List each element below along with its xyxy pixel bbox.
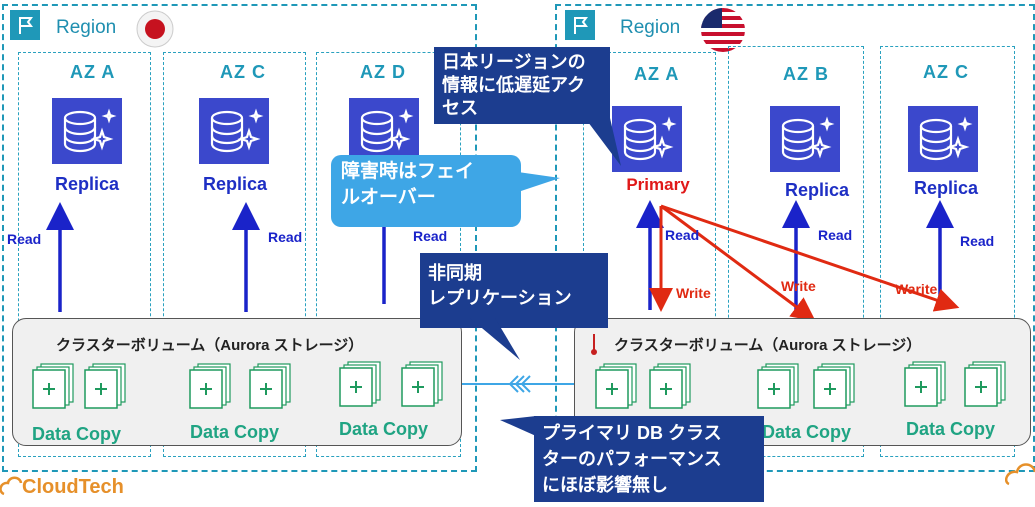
read-label: Read [818,227,853,243]
callout-pointer [518,172,560,192]
write-label: Write [676,285,711,301]
data-copy-label: Data Copy [762,422,852,442]
read-label: Read [268,229,303,245]
write-label: Write [781,278,816,294]
callout-pointer [470,318,520,360]
data-copy-label: Data Copy [190,422,280,442]
database-icon [770,106,840,172]
read-label: Read [7,231,42,247]
az-label: AZ A [70,62,116,82]
read-label: Read [413,228,448,244]
callout-async-replication: 非同期 レプリケーション [420,253,608,328]
database-icon [199,98,269,164]
az-label: AZ C [923,62,969,82]
callout-pointer [585,118,621,166]
az-label: AZ B [783,64,829,84]
region-flag-icon [10,10,40,40]
role-label: Replica [784,180,850,200]
role-label: Replica [202,174,268,194]
read-label: Read [960,233,995,249]
data-copy-label: Data Copy [339,419,429,439]
cluster-title: クラスターボリューム（Aurora ストレージ） [614,337,922,354]
japan-region [2,4,477,472]
usa-flag-icon [698,6,748,54]
data-copy-label: Data Copy [906,419,996,439]
database-icon [52,98,122,164]
az-label: AZ D [360,62,406,82]
role-label: Replica [913,178,979,198]
callout-failover: 障害時はフェイ ルオーバー [331,155,521,227]
callout-low-latency: 日本リージョンの 情報に低遅延アク セス [434,47,610,124]
cloudtech-logo: CloudTech [22,476,124,498]
japan-flag-icon [136,10,174,48]
az-box-left-a [18,52,151,457]
cloud-icon [1005,454,1035,507]
region-label-japan: Region [56,17,117,38]
usa-region [555,4,1035,472]
az-label: AZ C [220,62,266,82]
write-label: Warite [895,281,938,297]
region-label-usa: Region [620,17,681,38]
cloudtech-cloud-icon [0,470,24,503]
cluster-title: クラスターボリューム（Aurora ストレージ） [56,337,364,354]
az-box-left-c [163,52,306,457]
primary-label: Primary [626,175,690,194]
callout-pointer [500,416,536,436]
database-icon [908,106,978,172]
thermometer-icon [591,334,597,356]
region-flag-icon [565,10,595,40]
callout-no-impact: プライマリ DB クラス ターのパフォーマンス にほぼ影響無し [534,416,764,502]
role-label: Replica [54,174,120,194]
read-label: Read [665,227,700,243]
data-copy-label: Data Copy [32,424,122,444]
az-label: AZ A [634,64,680,84]
